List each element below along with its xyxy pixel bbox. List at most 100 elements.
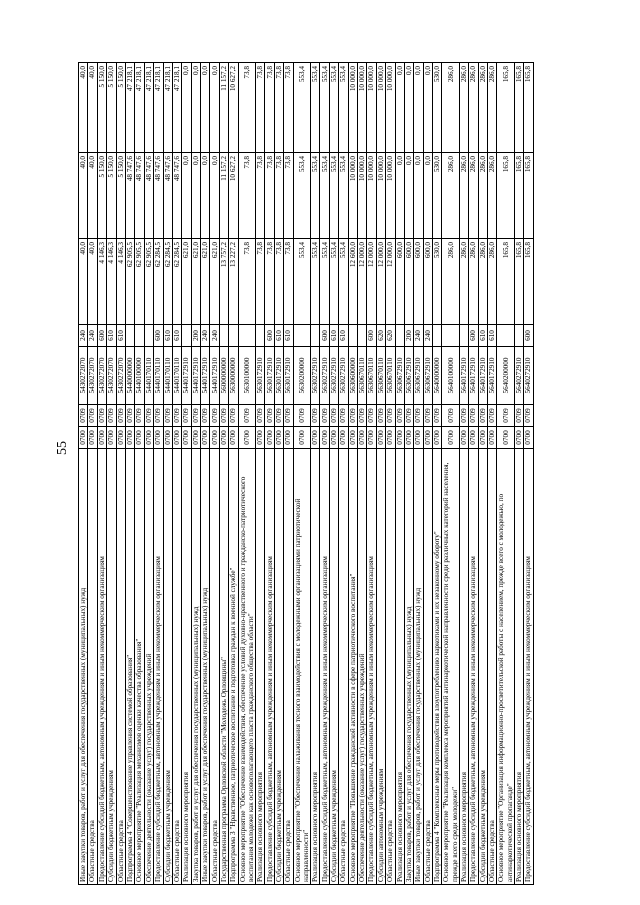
section-code-cell: 0700 [478,426,488,449]
expense-type-cell: 600 [468,324,479,347]
amount-year1-cell: 600,0 [395,238,405,325]
table-row: Обеспечение деятельности (оказание услуг… [357,62,367,885]
subsection-code-cell: 0709 [97,404,107,427]
row-name-cell: Обеспечение деятельности (оказание услуг… [144,448,154,885]
amount-year3-cell: 553,4 [338,62,349,153]
amount-year2-cell: 0,0 [181,152,192,239]
target-article-cell: 5640172910 [487,346,497,405]
subsection-code-cell: 0709 [209,404,220,427]
subsection-code-cell: 0709 [395,404,405,427]
table-row: Основное мероприятие "Обеспечение налажи… [293,62,311,885]
amount-year1-cell: 12 000,0 [376,238,386,325]
table-row: Основное мероприятие "Повышение гражданс… [348,62,358,885]
amount-year1-cell: 12 000,0 [385,238,396,325]
amount-year2-cell: 553,4 [310,152,320,239]
expense-type-cell [395,324,405,347]
table-row: Предоставление субсидий бюджетным, автон… [319,62,330,885]
expense-type-cell: 610 [487,324,497,347]
amount-year1-cell: 4 146,3 [97,238,107,325]
amount-year2-cell: 40,0 [78,152,88,239]
amount-year3-cell: 47 218,1 [144,62,154,153]
subsection-code-cell: 0709 [125,404,135,427]
section-code-cell: 0700 [200,426,210,449]
amount-year3-cell: 286,0 [441,62,460,153]
target-article-cell: 5630272910 [338,346,349,405]
amount-year3-cell: 47 218,1 [134,62,145,153]
row-name-cell: Областные средства [209,448,220,885]
subsection-code-cell: 0709 [385,404,396,427]
subsection-code-cell: 0709 [163,404,173,427]
amount-year2-cell: 0,0 [395,152,405,239]
target-article-cell: 5630272910 [310,346,320,405]
expense-type-cell: 240 [200,324,210,347]
table-row: Иные закупки товаров, работ и услуг для … [413,62,424,885]
amount-year2-cell: 48 747,6 [144,152,154,239]
subsection-code-cell: 0709 [514,404,524,427]
subsection-code-cell: 0709 [274,404,284,427]
amount-year3-cell: 530,0 [432,62,442,153]
expense-type-cell: 200 [191,324,201,347]
target-article-cell: 5640172910 [459,346,469,405]
amount-year2-cell: 73,8 [274,152,284,239]
amount-year1-cell: 600,0 [404,238,414,325]
amount-year3-cell: 5 150,0 [97,62,107,153]
amount-year3-cell: 10 000,0 [348,62,358,153]
row-name-cell: Областные средства [116,448,126,885]
row-name-cell: Иные закупки товаров, работ и услуг для … [78,448,88,885]
target-article-cell: 5630172910 [274,346,284,405]
subsection-code-cell: 0709 [116,404,126,427]
amount-year3-cell: 0,0 [191,62,201,153]
subsection-code-cell: 0709 [255,404,265,427]
subsection-code-cell: 0709 [144,404,154,427]
subsection-code-cell: 0709 [228,404,239,427]
amount-year1-cell: 73,8 [238,238,256,325]
amount-year1-cell: 553,4 [319,238,330,325]
target-article-cell: 5630000000 [228,346,239,405]
amount-year3-cell: 10 000,0 [385,62,396,153]
table-row: Основное мероприятие "Обеспечение взаимо… [238,62,256,885]
subsection-code-cell: 0709 [293,404,311,427]
amount-year2-cell: 553,4 [293,152,311,239]
amount-year1-cell: 13 227,2 [228,238,239,325]
expense-type-cell: 600 [319,324,330,347]
subsection-code-cell: 0709 [310,404,320,427]
section-code-cell: 0700 [255,426,265,449]
target-article-cell: 5640200000 [496,346,515,405]
expense-type-cell: 610 [338,324,349,347]
subsection-code-cell: 0709 [172,404,182,427]
expense-type-cell: 610 [172,324,182,347]
amount-year1-cell: 62 905,5 [144,238,154,325]
amount-year1-cell: 62 905,5 [134,238,145,325]
amount-year1-cell: 553,4 [310,238,320,325]
amount-year2-cell: 5 150,0 [97,152,107,239]
amount-year1-cell: 12 600,0 [348,238,358,325]
section-code-cell: 0700 [357,426,367,449]
row-name-cell: Реализация основного мероприятия [514,448,524,885]
subsection-code-cell: 0709 [181,404,192,427]
table-row: Подпрограмма 4 "Комплексные меры противо… [432,62,442,885]
table-row: Подпрограмма 4 "Совершенствование управл… [125,62,135,885]
target-article-cell: 5440000000 [125,346,135,405]
table-row: Основное мероприятие "Реализация комплек… [441,62,460,885]
row-name-cell: Субсидии автономным учреждениям [376,448,386,885]
amount-year1-cell: 12 000,0 [357,238,367,325]
row-name-cell: Иные закупки товаров, работ и услуг для … [413,448,424,885]
row-name-cell: Закупка товаров, работ и услуг для обесп… [404,448,414,885]
amount-year1-cell: 286,0 [468,238,479,325]
row-name-cell: Реализация основного мероприятия [310,448,320,885]
amount-year2-cell: 286,0 [487,152,497,239]
expense-type-cell [496,324,515,347]
section-code-cell: 0700 [274,426,284,449]
table-row: Иные закупки товаров, работ и услуг для … [200,62,210,885]
amount-year2-cell: 48 747,6 [125,152,135,239]
row-name-cell: Областные средства [423,448,433,885]
amount-year2-cell: 73,8 [255,152,265,239]
amount-year2-cell: 0,0 [413,152,424,239]
expense-type-cell: 600 [97,324,107,347]
row-name-cell: Предоставление субсидий бюджетным, автон… [97,448,107,885]
